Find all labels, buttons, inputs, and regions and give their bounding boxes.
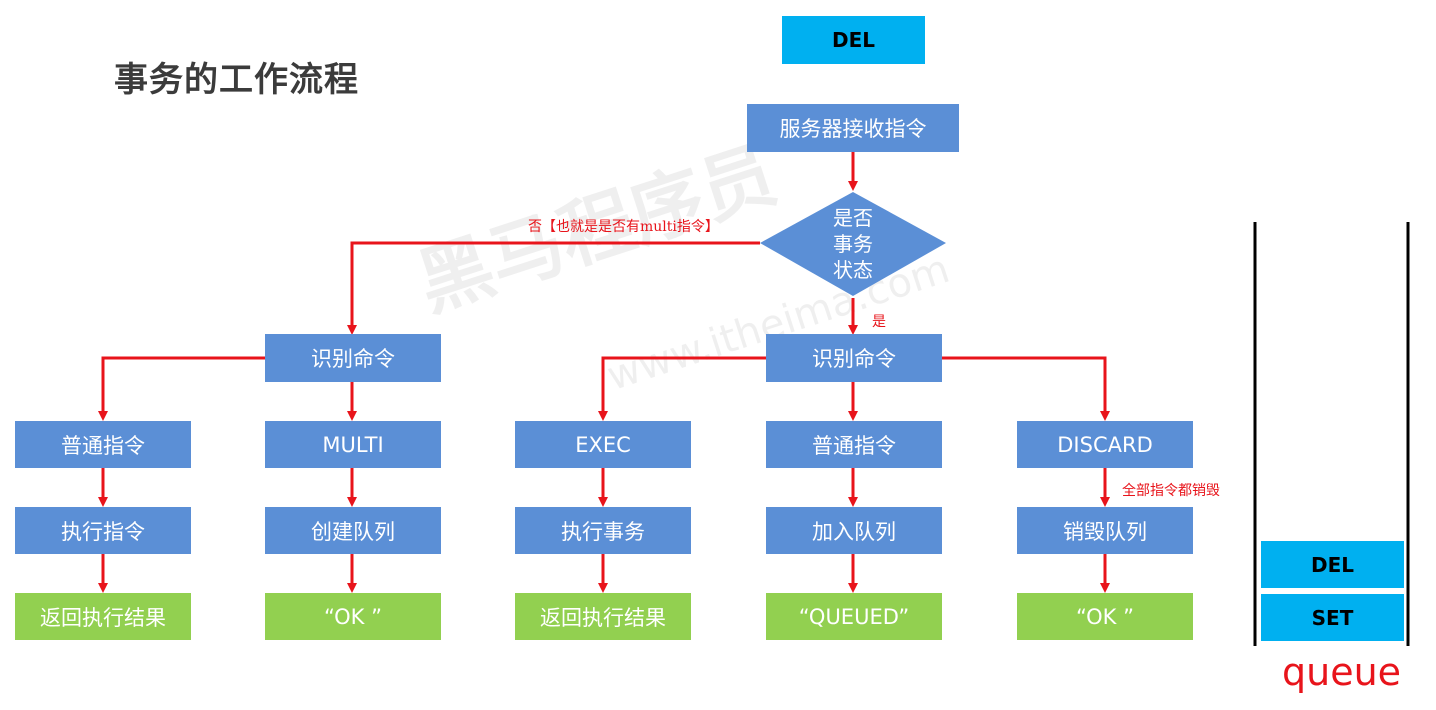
discard-ok-result-box: “OK ” <box>1017 593 1193 640</box>
yes-branch-label: 是 <box>872 314 886 330</box>
decision-line-3: 状态 <box>833 258 873 282</box>
right-identify-command-box: 识别命令 <box>766 334 942 382</box>
queued-result-box: “QUEUED” <box>766 593 942 640</box>
exec-return-result-box: 返回执行结果 <box>515 593 691 640</box>
decision-text: 是否 事务 状态 <box>813 205 893 283</box>
queue-item-del: DEL <box>1261 541 1404 588</box>
server-receive-box: 服务器接收指令 <box>747 104 959 152</box>
page-title: 事务的工作流程 <box>114 60 359 100</box>
exec-box: EXEC <box>515 421 691 468</box>
create-queue-box: 创建队列 <box>265 507 441 554</box>
ok-result-box: “OK ” <box>265 593 441 640</box>
incoming-del-command: DEL <box>782 16 925 64</box>
discard-note-label: 全部指令都销毁 <box>1122 483 1220 499</box>
queue-label: queue <box>1282 650 1402 694</box>
tx-normal-command-box: 普通指令 <box>766 421 942 468</box>
queue-item-set: SET <box>1261 594 1404 641</box>
return-result-box: 返回执行结果 <box>15 593 191 640</box>
destroy-queue-box: 销毁队列 <box>1017 507 1193 554</box>
discard-box: DISCARD <box>1017 421 1193 468</box>
execute-command-box: 执行指令 <box>15 507 191 554</box>
decision-diamond <box>760 192 946 296</box>
no-branch-label: 否【也就是是否有multi指令】 <box>528 219 719 235</box>
execute-transaction-box: 执行事务 <box>515 507 691 554</box>
decision-line-1: 是否 <box>833 206 873 230</box>
normal-command-box: 普通指令 <box>15 421 191 468</box>
left-identify-command-box: 识别命令 <box>265 334 441 382</box>
decision-line-2: 事务 <box>833 232 873 256</box>
multi-box: MULTI <box>265 421 441 468</box>
join-queue-box: 加入队列 <box>766 507 942 554</box>
